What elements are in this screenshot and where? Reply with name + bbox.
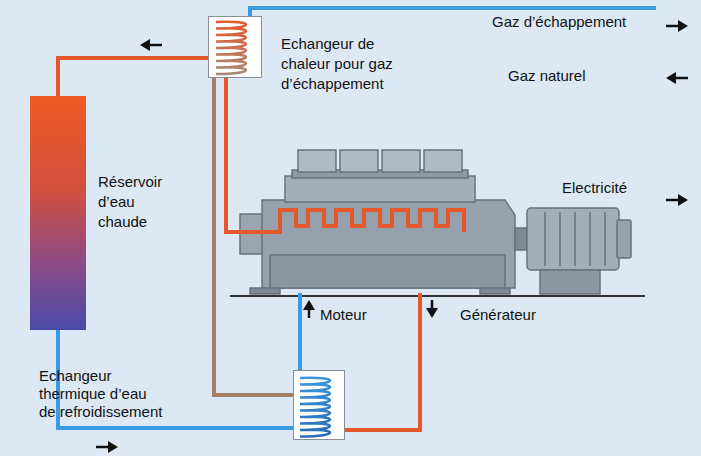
engine-drawing bbox=[240, 150, 515, 294]
hot-water-tank: Réservoir d’eau chaude bbox=[30, 96, 86, 330]
coil-winding bbox=[216, 22, 246, 74]
exchanger-body bbox=[293, 370, 345, 440]
node-label: Générateur bbox=[460, 305, 536, 325]
exhaust-heat-exchanger: Echangeur de chaleur pour gaz d’échappem… bbox=[208, 16, 262, 78]
pipe bbox=[58, 58, 208, 96]
node-label: Echangeur de chaleur pour gaz d’échappem… bbox=[281, 34, 411, 94]
generator: Générateur bbox=[525, 205, 625, 271]
pipe bbox=[298, 293, 302, 370]
exchanger-body bbox=[208, 16, 262, 78]
node-label: Réservoir d’eau chaude bbox=[98, 172, 178, 232]
pipe bbox=[226, 78, 240, 232]
pipe bbox=[214, 78, 293, 395]
flow-label: Gaz d’échappement bbox=[492, 12, 626, 32]
generator-drawing bbox=[515, 208, 631, 294]
node-label: Moteur bbox=[320, 305, 367, 325]
base-line bbox=[230, 295, 645, 297]
node-label: Echangeur thermique d’eau de refroidisse… bbox=[39, 367, 165, 421]
coolant-heat-exchanger: Echangeur thermique d’eau de refroidisse… bbox=[293, 370, 345, 440]
coil-winding bbox=[300, 378, 330, 437]
flow-label: Gaz naturel bbox=[508, 66, 586, 86]
flow-arrows bbox=[96, 20, 688, 453]
engine: Moteur bbox=[240, 148, 525, 293]
flow-label: Electricité bbox=[562, 178, 627, 198]
exhaust-manifold bbox=[240, 210, 464, 232]
